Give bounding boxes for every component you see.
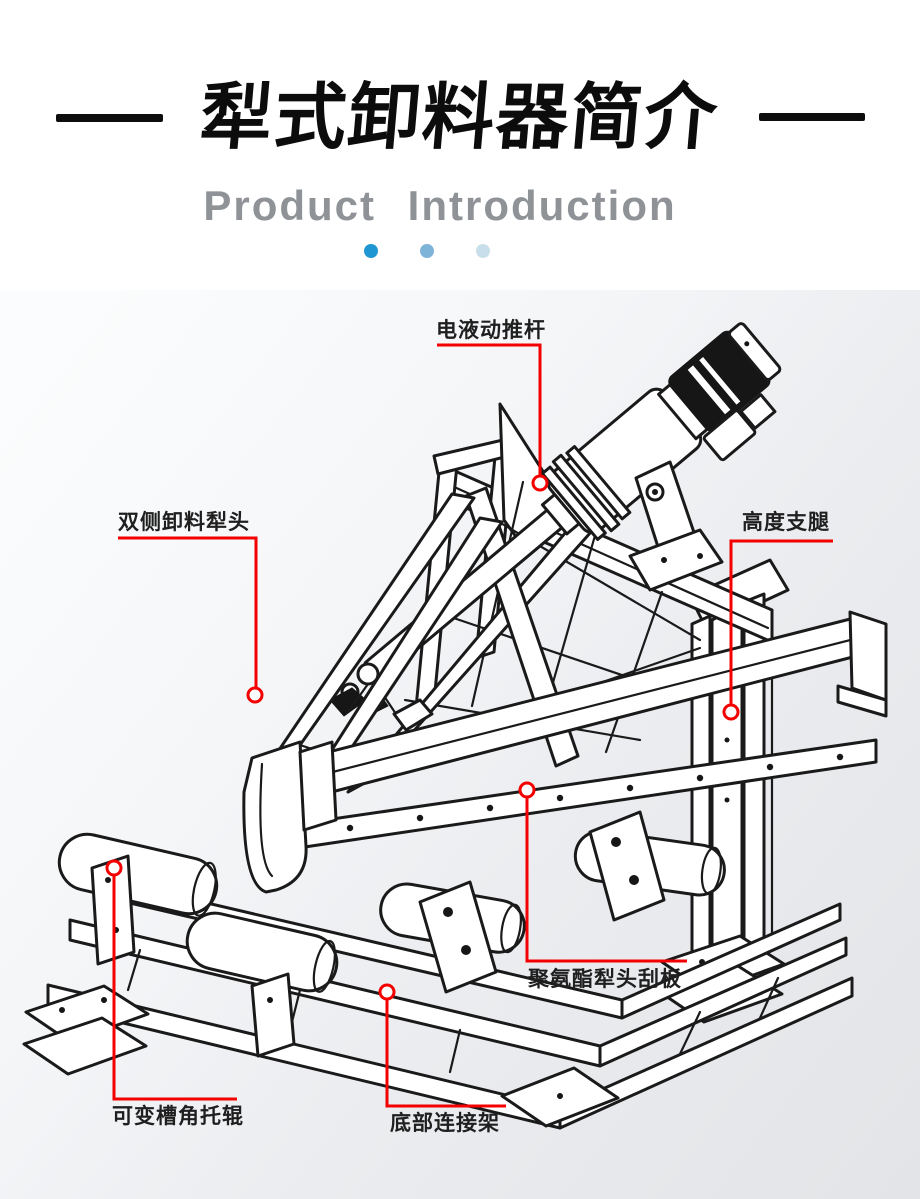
dot-icon <box>364 244 378 258</box>
label-bottom-connecting-frame: 底部连接架 <box>390 1112 500 1135</box>
label-polyurethane-plow-scraper: 聚氨酯犁头刮板 <box>528 968 682 991</box>
label-double-side-unloading-plow-head: 双侧卸料犁头 <box>118 511 250 534</box>
label-height-support-leg: 高度支腿 <box>742 511 830 534</box>
dot-icon <box>476 244 490 258</box>
title-dash-right <box>759 113 865 121</box>
page-title: 犁式卸料器简介 <box>196 78 722 158</box>
diagram-section: 电液动推杆 双侧卸料犁头 高度支腿 聚氨酯犁头刮板 可变槽角托辊 底部连接架 <box>0 290 920 1199</box>
plow-unloader-line-drawing <box>22 322 888 1130</box>
dot-icon <box>420 244 434 258</box>
label-electro-hydraulic-pushrod: 电液动推杆 <box>436 319 546 342</box>
title-dash-left <box>56 114 163 122</box>
label-variable-trough-angle-idler: 可变槽角托辊 <box>112 1105 244 1128</box>
page-subtitle: Product Introduction <box>203 182 677 229</box>
header: 犁式卸料器简介 Product Introduction <box>0 0 920 290</box>
